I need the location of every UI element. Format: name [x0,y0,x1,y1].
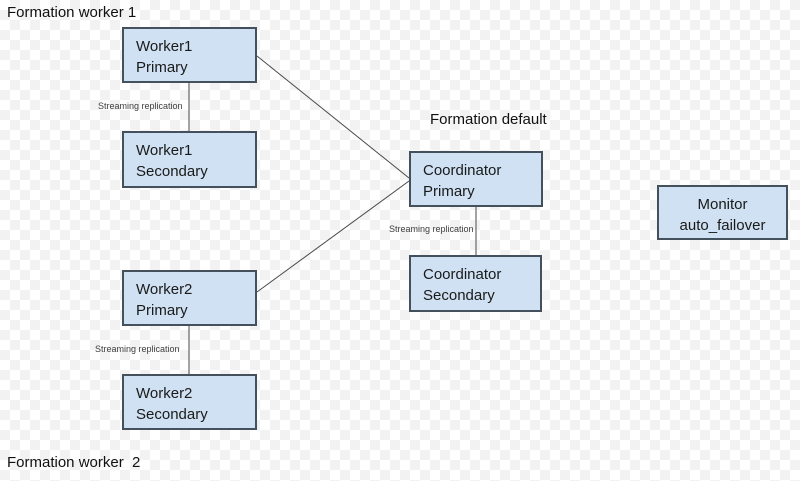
connector-worker1-primary-to-coordinator-primary [256,55,410,179]
node-coordinator-secondary-line2: Secondary [423,287,495,304]
node-worker2-secondary-line1: Worker2 [136,385,193,402]
formation-worker1-label: Formation worker 1 [7,4,137,21]
node-worker1-primary: Worker1 Primary [122,27,257,83]
node-monitor-line2: auto_failover [679,217,766,234]
node-coordinator-secondary: Coordinator Secondary [409,255,542,312]
node-monitor: Monitor auto_failover [657,185,788,240]
node-worker2-primary-line2: Primary [136,302,188,319]
streaming-replication-label-coordinator: Streaming replication [389,224,474,234]
node-worker1-secondary: Worker1 Secondary [122,131,257,188]
node-worker1-secondary-line2: Secondary [136,163,208,180]
node-worker2-primary: Worker2 Primary [122,270,257,326]
node-coordinator-secondary-line1: Coordinator [423,266,502,283]
connector-worker2-primary-to-coordinator-primary [256,180,410,293]
node-monitor-line1: Monitor [697,196,748,213]
formation-default-label: Formation default [430,111,547,128]
node-worker1-primary-line1: Worker1 [136,38,193,55]
node-coordinator-primary: Coordinator Primary [409,151,543,207]
formation-worker2-label: Formation worker 2 [7,454,141,471]
node-worker2-secondary-line2: Secondary [136,406,208,423]
node-worker1-primary-line2: Primary [136,59,188,76]
node-worker1-secondary-line1: Worker1 [136,142,193,159]
node-worker2-secondary: Worker2 Secondary [122,374,257,430]
streaming-replication-label-worker2: Streaming replication [95,344,180,354]
streaming-replication-label-worker1: Streaming replication [98,101,183,111]
node-coordinator-primary-line1: Coordinator [423,162,502,179]
node-coordinator-primary-line2: Primary [423,183,475,200]
node-worker2-primary-line1: Worker2 [136,281,193,298]
